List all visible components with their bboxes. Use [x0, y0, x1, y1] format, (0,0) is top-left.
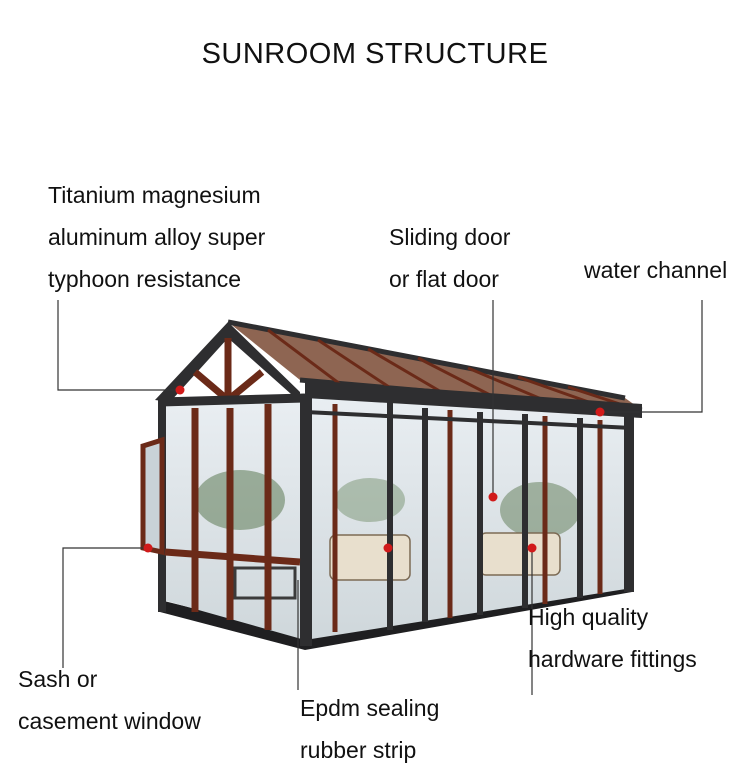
- callout-hardware-line-1: High quality: [528, 604, 649, 630]
- marker-roof-frame: [175, 385, 185, 395]
- sofa-right: [479, 532, 561, 576]
- callout-window-line-2: casement window: [18, 708, 201, 734]
- front-wall-wood-frames: [332, 404, 603, 632]
- callout-water-channel: water channel: [584, 249, 727, 291]
- marker-water-channel: [595, 407, 605, 417]
- marker-hardware: [527, 543, 537, 553]
- callout-seal: Epdm sealing rubber strip: [300, 687, 439, 771]
- corner-post-front-right: [624, 416, 634, 592]
- tree-mid: [335, 478, 405, 522]
- open-casement-sash: [140, 436, 165, 556]
- callout-seal-line-2: rubber strip: [300, 737, 417, 763]
- callout-roof-frame-line-3: typhoon resistance: [48, 266, 242, 292]
- marker-window: [143, 543, 153, 553]
- callout-roof-frame-line-2: aluminum alloy super: [48, 224, 266, 250]
- diagram-title: SUNROOM STRUCTURE: [201, 38, 549, 70]
- corner-post-front-left: [300, 394, 312, 646]
- front-gutter-beam: [305, 380, 642, 418]
- callout-door-line-1: Sliding door: [389, 224, 511, 250]
- side-wall-frames: [164, 404, 301, 630]
- callout-door-line-2: or flat door: [389, 266, 499, 292]
- callout-markers: [143, 385, 605, 553]
- callout-water-channel-line-1: water channel: [584, 257, 728, 283]
- marker-door: [488, 492, 498, 502]
- marker-seal: [383, 543, 393, 553]
- callout-window: Sash or casement window: [18, 658, 201, 742]
- callout-roof-frame-line-1: Titanium magnesium: [48, 182, 261, 208]
- callout-window-line-1: Sash or: [18, 666, 98, 692]
- leader-roof-frame: [57, 300, 180, 391]
- callout-hardware: High quality hardware fittings: [528, 596, 697, 680]
- callout-door: Sliding door or flat door: [389, 216, 510, 300]
- front-wall-frames: [387, 402, 583, 630]
- leader-lines: [57, 300, 703, 695]
- callout-hardware-line-2: hardware fittings: [528, 646, 697, 672]
- sunroom-floor: [160, 580, 632, 650]
- sofa-left: [329, 534, 411, 581]
- gable-truss: [192, 338, 265, 403]
- callout-seal-line-1: Epdm sealing: [300, 695, 440, 721]
- tree-right: [500, 482, 580, 538]
- callout-roof-frame: Titanium magnesium aluminum alloy super …: [48, 174, 265, 300]
- leader-water-channel: [600, 300, 703, 413]
- leader-window: [62, 547, 148, 668]
- tree-left: [195, 470, 285, 530]
